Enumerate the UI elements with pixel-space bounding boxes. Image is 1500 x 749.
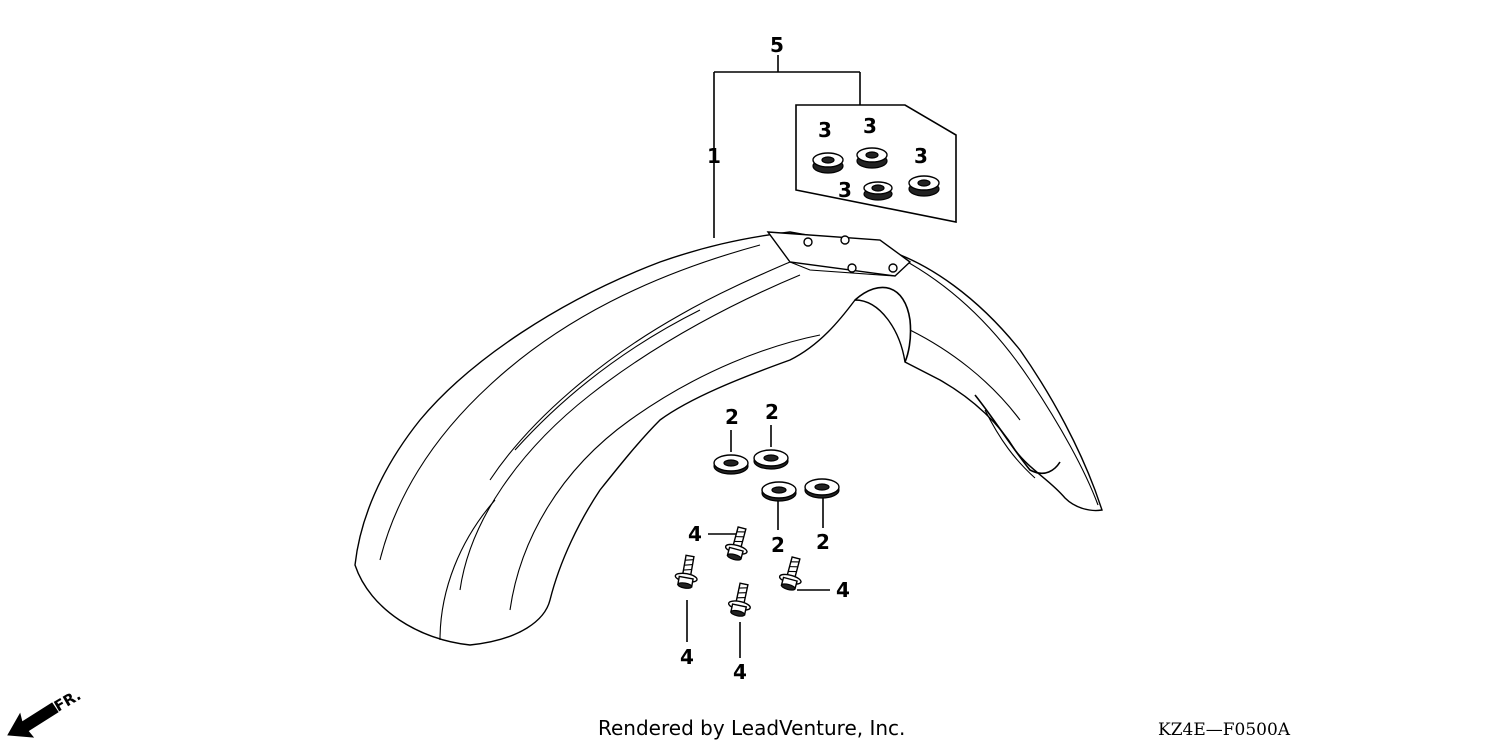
leader-lines (686, 55, 957, 658)
washer[interactable] (804, 478, 840, 499)
bolt[interactable] (723, 525, 753, 562)
bolt[interactable] (674, 554, 701, 590)
callout-2[interactable]: 2 (771, 533, 785, 557)
washer[interactable] (761, 481, 797, 502)
grommet[interactable] (908, 175, 940, 197)
washer[interactable] (713, 454, 749, 475)
front-arrow-icon: FR. (7, 686, 84, 738)
grommet[interactable] (863, 181, 893, 201)
bolt-group (674, 525, 807, 618)
callout-4[interactable]: 4 (836, 578, 850, 602)
callout-2[interactable]: 2 (725, 405, 739, 429)
callout-2[interactable]: 2 (816, 530, 830, 554)
callout-3[interactable]: 3 (818, 118, 832, 142)
callout-4[interactable]: 4 (688, 522, 702, 546)
credit-text: Rendered by LeadVenture, Inc. (598, 716, 906, 740)
callout-4[interactable]: 4 (680, 645, 694, 669)
bolt[interactable] (726, 582, 754, 618)
grommet-group (812, 147, 1500, 330)
callout-2[interactable]: 2 (765, 400, 779, 424)
bolt[interactable] (777, 555, 807, 592)
callout-labels: 5 1 3 3 3 3 2 2 2 2 4 4 4 4 (680, 33, 928, 684)
callout-3[interactable]: 3 (863, 114, 877, 138)
washer[interactable] (753, 449, 789, 470)
callout-3[interactable]: 3 (914, 144, 928, 168)
callout-5[interactable]: 5 (770, 33, 784, 57)
front-fender[interactable] (354, 231, 1103, 646)
diagram-code: KZ4E—F0500A (1158, 720, 1291, 740)
grommet[interactable] (856, 147, 888, 169)
callout-1[interactable]: 1 (707, 144, 721, 168)
washer-group (713, 449, 840, 502)
grommet[interactable] (812, 152, 1500, 330)
callout-3[interactable]: 3 (838, 178, 852, 202)
callout-4[interactable]: 4 (733, 660, 747, 684)
